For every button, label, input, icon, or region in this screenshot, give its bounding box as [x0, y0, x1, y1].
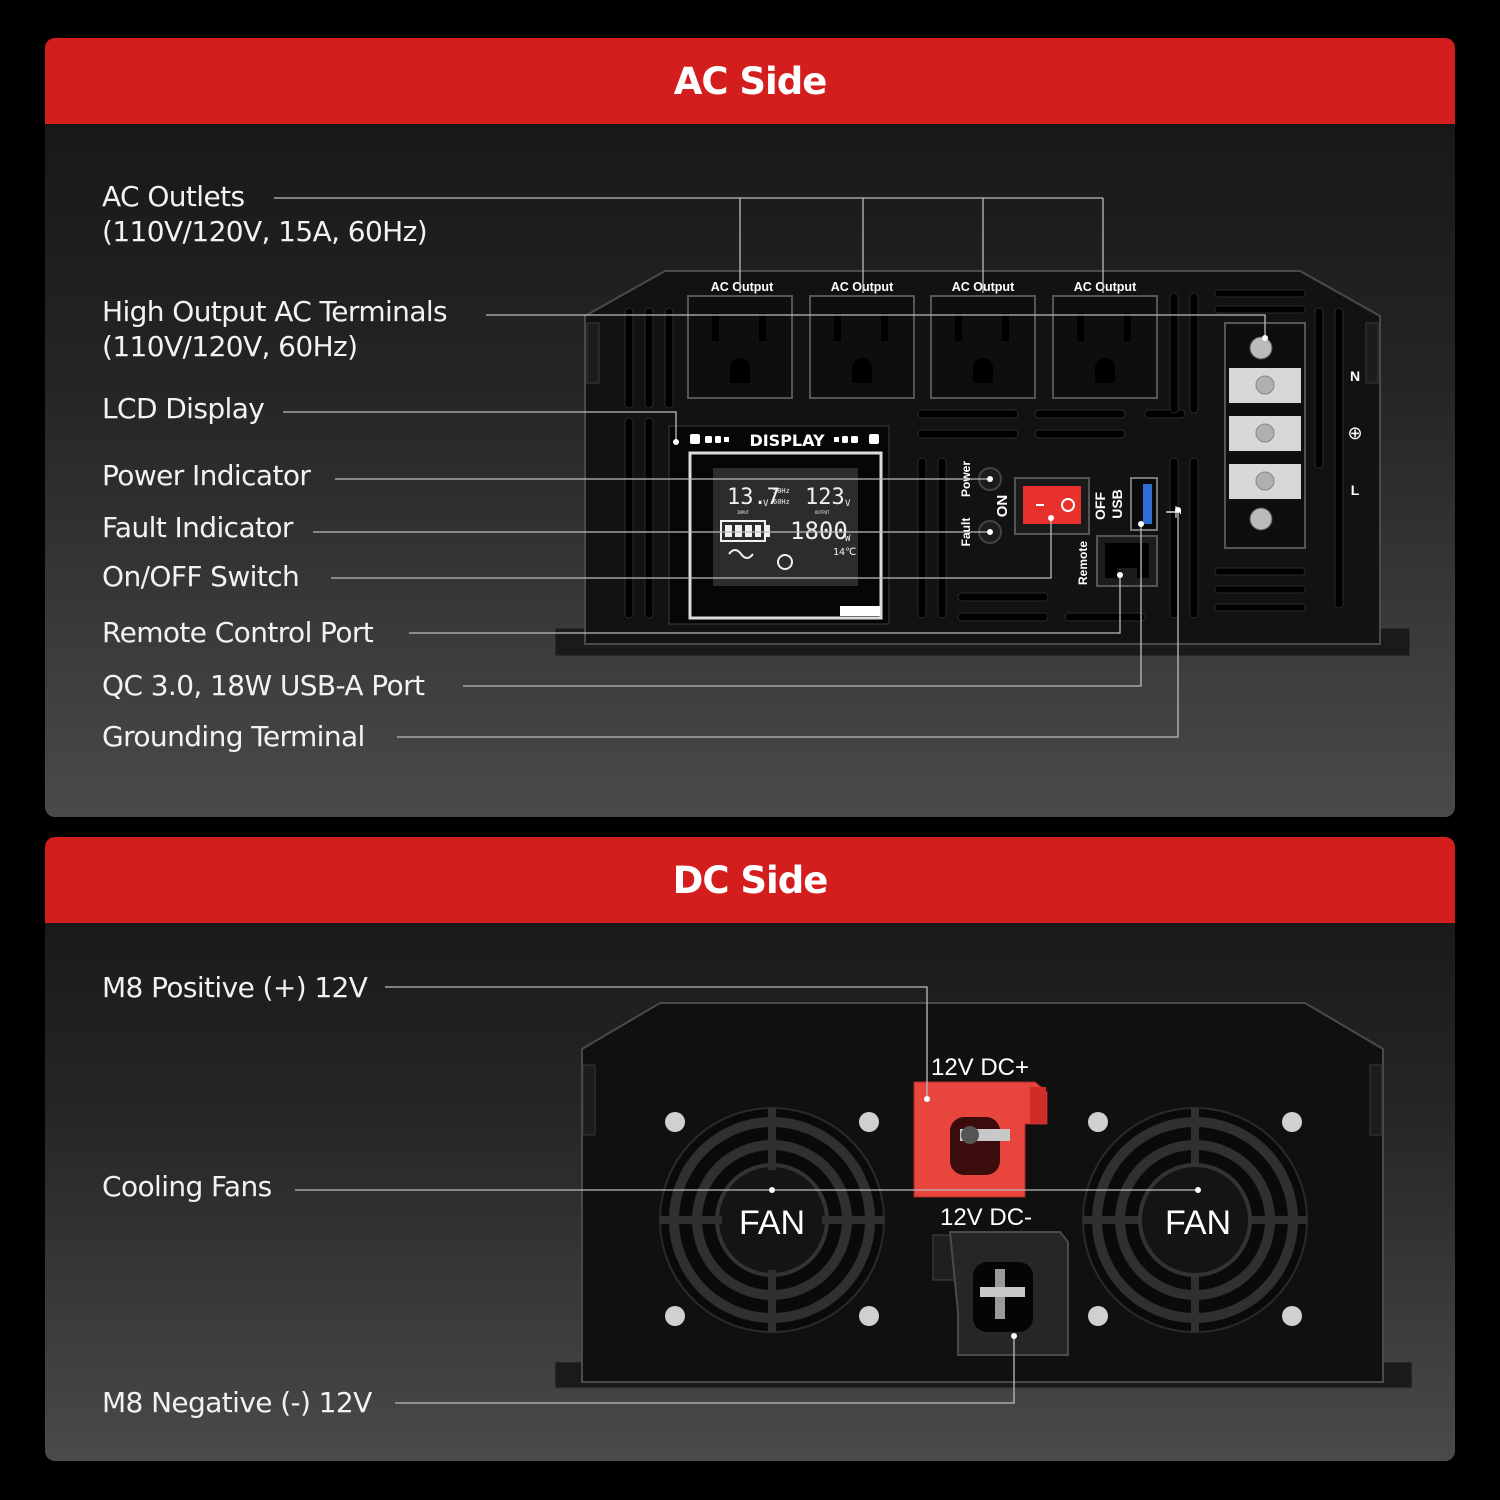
remote-label: Remote	[1076, 541, 1090, 585]
switch-on-label: ON	[994, 495, 1011, 518]
cooling-fan-right	[1082, 1107, 1308, 1333]
callout-ac-terminals-spec: (110V/120V, 60Hz)	[102, 330, 358, 363]
power-switch[interactable]	[1014, 477, 1090, 535]
callout-lcd-display: LCD Display	[102, 392, 265, 425]
dc-side-banner: DC Side	[45, 837, 1455, 923]
inverter-dc-face: FAN FAN 12V DC+ 12V DC-	[554, 1002, 1413, 1389]
dc-side-title: DC Side	[672, 858, 829, 902]
callout-ac-outlets-spec: (110V/120V, 15A, 60Hz)	[102, 215, 428, 248]
ac-side-panel: AC Side	[45, 38, 1455, 817]
usb-a-port[interactable]	[1130, 477, 1158, 531]
lcd-power-unit: W	[845, 534, 851, 544]
callout-ac-terminals: High Output AC Terminals (110V/120V, 60H…	[102, 294, 448, 364]
lcd-input-unit: V	[763, 499, 769, 509]
callout-ac-terminals-title: High Output AC Terminals	[102, 295, 448, 328]
callout-ac-outlets-title: AC Outlets	[102, 180, 245, 213]
lcd-output-unit: V	[845, 499, 851, 509]
fan-label-left: FAN	[739, 1204, 805, 1242]
fan-label-right: FAN	[1165, 1204, 1231, 1242]
terminal-l-label: L	[1351, 482, 1360, 498]
dc-negative-label: 12V DC-	[940, 1204, 1032, 1231]
outlet-label-1: AC Output	[711, 280, 774, 294]
power-label: Power	[959, 461, 973, 497]
ac-side-title: AC Side	[673, 59, 828, 103]
lcd-output-tag: OUTPUT	[815, 510, 830, 515]
lcd-output-voltage: 123	[805, 485, 845, 510]
callout-dc-positive: M8 Positive (+) 12V	[102, 971, 368, 1004]
outlet-label-2: AC Output	[831, 280, 894, 294]
dc-negative-terminal[interactable]	[932, 1231, 1069, 1356]
lcd-input-voltage: 13.7	[727, 485, 780, 510]
usb-label: USB	[1109, 489, 1125, 519]
lcd-display: DISPLAY 13.7 V 50Hz 60Hz 123 V INPUT OUT…	[668, 425, 890, 625]
callout-ac-outlets: AC Outlets (110V/120V, 15A, 60Hz)	[102, 179, 428, 249]
display-label: DISPLAY	[749, 431, 825, 450]
terminal-ground-icon: ⊕	[1347, 423, 1362, 444]
dc-side-panel: DC Side FAN FAN	[45, 837, 1455, 1461]
dc-positive-terminal[interactable]	[913, 1081, 1048, 1198]
ground-symbol-icon: ⏚	[1165, 503, 1186, 521]
callout-on-off-switch: On/OFF Switch	[102, 560, 300, 593]
ac-outlets[interactable]	[687, 295, 1158, 399]
ac-outlet-3[interactable]	[930, 295, 1036, 399]
ac-outlet-1[interactable]	[687, 295, 793, 399]
callout-remote-port: Remote Control Port	[102, 616, 374, 649]
ac-side-banner: AC Side	[45, 38, 1455, 124]
remote-control-port[interactable]	[1096, 535, 1158, 587]
fault-label: Fault	[959, 518, 973, 547]
outlet-label-3: AC Output	[952, 280, 1015, 294]
lcd-freq-bottom: 60Hz	[773, 498, 790, 506]
switch-off-label: OFF	[1092, 492, 1108, 520]
callout-fault-indicator: Fault Indicator	[102, 511, 293, 544]
terminal-n-label: N	[1350, 368, 1360, 384]
cooling-fan-left	[659, 1107, 885, 1333]
outlet-label-4: AC Output	[1074, 280, 1137, 294]
ac-outlet-4[interactable]	[1052, 295, 1158, 399]
lcd-input-tag: INPUT	[737, 510, 750, 515]
power-indicator-led	[978, 467, 1002, 491]
lcd-temperature: 14℃	[833, 547, 856, 558]
callout-cooling-fans: Cooling Fans	[102, 1170, 272, 1203]
dc-positive-label: 12V DC+	[931, 1054, 1029, 1081]
ac-outlet-2[interactable]	[809, 295, 915, 399]
fault-indicator-led	[978, 520, 1002, 544]
callout-grounding-terminal: Grounding Terminal	[102, 720, 365, 753]
callout-dc-negative: M8 Negative (-) 12V	[102, 1386, 372, 1419]
lcd-freq-top: 50Hz	[773, 487, 790, 495]
ac-terminal-block[interactable]	[1224, 322, 1306, 549]
callout-power-indicator: Power Indicator	[102, 459, 311, 492]
lcd-power: 1800	[790, 517, 848, 545]
callout-usb-port: QC 3.0, 18W USB-A Port	[102, 669, 425, 702]
